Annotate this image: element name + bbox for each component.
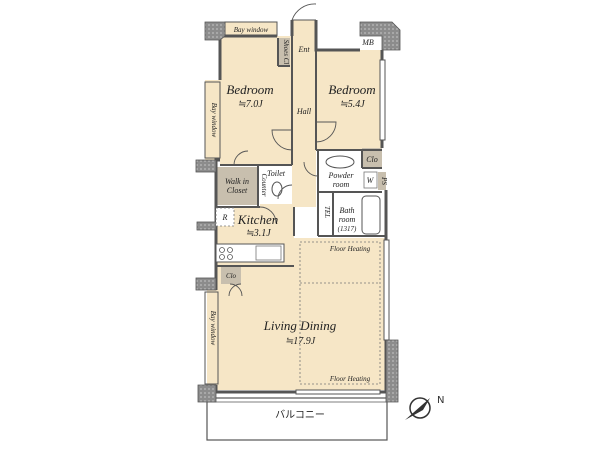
bedroom-right-name: Bedroom bbox=[328, 82, 375, 97]
bay-top-floor bbox=[225, 22, 277, 36]
fridge-label: R bbox=[222, 213, 228, 222]
balcony-label: バルコニー bbox=[275, 409, 325, 421]
compass-label: N bbox=[437, 395, 444, 406]
mb-label: MB bbox=[361, 38, 374, 47]
walk-in-label-1: Walk in bbox=[225, 177, 249, 186]
bedroom-left-area: ≒7.0J bbox=[237, 99, 263, 110]
tel-label: TEL bbox=[323, 206, 331, 218]
shoes-closet-floor bbox=[278, 38, 290, 66]
clo-kitchen-label: Clo bbox=[226, 272, 237, 280]
floor-heating-bottom-label: Floor Heating bbox=[329, 375, 371, 383]
living-area: ≒17.9J bbox=[285, 336, 316, 347]
compass-needle-icon bbox=[405, 398, 430, 420]
ps-floor bbox=[378, 172, 386, 190]
powder-label-1: Powder bbox=[328, 171, 355, 180]
bath-label-2: room bbox=[339, 215, 356, 224]
bay-left-upper-floor bbox=[205, 80, 220, 160]
entrance-label: Ent bbox=[297, 45, 310, 54]
living-floor bbox=[216, 238, 386, 390]
bedroom-right-floor bbox=[316, 50, 382, 150]
columns bbox=[195, 21, 401, 403]
interior-walls bbox=[216, 36, 386, 267]
bay-top-label: Bay window bbox=[234, 26, 269, 34]
bay-left-upper-label: Bay window bbox=[210, 103, 218, 138]
bath-tub bbox=[361, 195, 381, 235]
ps-label: PS bbox=[380, 176, 388, 185]
bay-left-lower-label: Bay window bbox=[209, 311, 217, 346]
walk-in-closet-floor bbox=[216, 167, 258, 205]
kitchen-sink bbox=[255, 245, 282, 261]
powder-label-2: room bbox=[333, 180, 350, 189]
bedroom-left-name: Bedroom bbox=[226, 82, 273, 97]
floor-heating-zones bbox=[299, 241, 381, 385]
bath-label-3: (1317) bbox=[338, 225, 357, 233]
clo-right-floor bbox=[362, 148, 382, 168]
stove bbox=[219, 247, 233, 260]
hall-label: Hall bbox=[296, 107, 312, 116]
vanity-sink bbox=[325, 155, 355, 169]
kitchen-area: ≒3.1J bbox=[245, 228, 271, 239]
shoes-closet-label: Shoes Cl bbox=[282, 40, 290, 65]
windows bbox=[295, 59, 390, 395]
toilet-fixture bbox=[271, 181, 283, 197]
compass: N bbox=[405, 395, 444, 420]
fridge-box bbox=[215, 207, 235, 227]
doors bbox=[228, 3, 337, 297]
toilet-label: Toilet bbox=[267, 169, 286, 178]
hall-floor bbox=[292, 20, 316, 200]
walk-in-label-2: Closet bbox=[227, 186, 248, 195]
bay-left-lower-floor bbox=[207, 290, 219, 385]
living-name: Living Dining bbox=[263, 318, 337, 333]
clo-kitchen-floor bbox=[221, 266, 241, 284]
bath-label-1: Bath bbox=[339, 206, 354, 215]
counter-label: Counter bbox=[260, 174, 268, 197]
floor-heating-top-label: Floor Heating bbox=[329, 245, 371, 253]
washer-box bbox=[363, 171, 378, 189]
bedroom-right-area: ≒5.4J bbox=[339, 99, 365, 110]
clo-right-label: Clo bbox=[366, 155, 378, 164]
balcony-area bbox=[206, 397, 388, 441]
washer-label: W bbox=[367, 176, 375, 185]
kitchen-name: Kitchen bbox=[237, 212, 278, 227]
tel-cabinet bbox=[318, 192, 333, 236]
